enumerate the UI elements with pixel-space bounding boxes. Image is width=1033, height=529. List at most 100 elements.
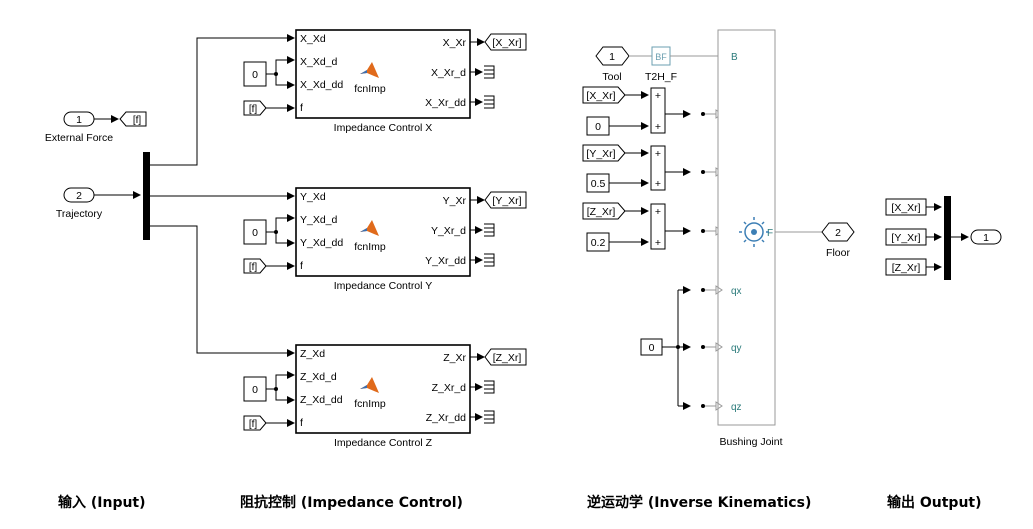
impedance-control-layer: X_XdX_Xd_dX_Xd_ddfX_XrX_Xr_dX_Xr_ddfcnIm… — [243, 29, 527, 449]
rotation-const-block[interactable]: 0 — [640, 338, 663, 356]
matlab-function-icon — [360, 62, 379, 78]
input-port-label: X_Xd_d — [300, 56, 338, 68]
terminator-icon[interactable] — [484, 380, 495, 394]
rotation-const-value: 0 — [649, 342, 655, 354]
port-f-label: F — [767, 228, 773, 239]
from-output-tag[interactable]: [Y_Xr] — [885, 228, 927, 246]
section-ik-label: 逆运动学 (Inverse Kinematics) — [587, 495, 812, 511]
goto-output-tag[interactable]: [Z_Xr] — [484, 348, 527, 366]
impedance-block-caption: Impedance Control X — [334, 122, 433, 134]
floor-label: Floor — [826, 247, 850, 259]
joint-port-label: qy — [731, 343, 742, 354]
constant-value: 0 — [252, 384, 258, 396]
goto-output-tag[interactable]: [X_Xr] — [484, 33, 527, 51]
goto-output-tag[interactable]: [Y_Xr] — [484, 191, 527, 209]
joint-port-label: qx — [731, 286, 742, 297]
joint-port-label: qz — [731, 402, 742, 413]
output-port-label: X_Xr_d — [431, 67, 466, 79]
floor-port[interactable]: 2 — [821, 222, 855, 242]
terminator-icon[interactable] — [484, 95, 495, 109]
impedance-control-block[interactable]: Z_XdZ_Xd_dZ_Xd_ddfZ_XrZ_Xr_dZ_Xr_ddfcnIm… — [295, 344, 471, 434]
terminator-icon[interactable] — [484, 410, 495, 424]
external-force-label: External Force — [45, 132, 113, 144]
sum-block[interactable]: ++ — [650, 145, 666, 191]
mux-bar[interactable] — [944, 196, 951, 280]
trajectory-port-number: 2 — [76, 190, 82, 202]
impedance-control-block[interactable]: Y_XdY_Xd_dY_Xd_ddfY_XrY_Xr_dY_Xr_ddfcnIm… — [295, 187, 471, 277]
from-goto-tag[interactable]: [Z_Xr] — [582, 202, 626, 220]
input-port-label: Z_Xd — [300, 348, 325, 360]
output-port-label: Y_Xr — [443, 195, 467, 207]
output-outport[interactable]: 1 — [970, 229, 1002, 245]
ps-converter-icon[interactable] — [701, 285, 723, 295]
t2h-f-block[interactable]: BF — [651, 46, 671, 66]
rotation-ports-layer: qx qy qz — [678, 285, 742, 413]
demux-bar[interactable] — [143, 152, 150, 240]
matlab-function-icon — [360, 377, 379, 393]
impedance-control-block[interactable]: X_XdX_Xd_dX_Xd_ddfX_XrX_Xr_dX_Xr_ddfcnIm… — [295, 29, 471, 119]
sum-block[interactable]: ++ — [650, 203, 666, 250]
terminator-icon[interactable] — [484, 253, 495, 267]
bushing-joint-icon — [739, 217, 769, 247]
output-port-label: Y_Xr_d — [431, 225, 466, 237]
input-port-label: Z_Xd_dd — [300, 394, 343, 406]
bushing-joint-label: Bushing Joint — [719, 436, 782, 448]
ps-converter-icon[interactable] — [701, 342, 723, 352]
terminator-icon[interactable] — [484, 65, 495, 79]
output-port-number: 1 — [983, 232, 989, 244]
from-tag-text: [Z_Xr] — [587, 206, 616, 218]
plus-sign: + — [655, 148, 661, 160]
input-port-label: Y_Xd_dd — [300, 237, 343, 249]
trajectory-inport[interactable]: 2 — [63, 187, 95, 203]
sum-block[interactable]: ++ — [650, 87, 666, 134]
from-goto-tag[interactable]: [X_Xr] — [582, 86, 626, 104]
input-port-label: Y_Xd — [300, 191, 326, 203]
external-force-inport[interactable]: 1 — [63, 111, 95, 127]
offset-constant-block[interactable]: 0 — [586, 116, 610, 136]
offset-constant-block[interactable]: 0.2 — [586, 232, 610, 252]
from-output-text: [Y_Xr] — [891, 232, 920, 244]
from-f-tag[interactable]: [f] — [243, 415, 267, 431]
from-tag-text: [Y_Xr] — [586, 148, 615, 160]
constant-zero-block[interactable]: 0 — [243, 61, 267, 87]
t2h-f-inner-text: BF — [655, 52, 667, 62]
from-f-text: [f] — [249, 419, 258, 430]
output-port-label: Y_Xr_dd — [425, 255, 466, 267]
goto-f-tag[interactable]: [f] — [119, 111, 147, 127]
tool-port-number: 1 — [609, 51, 615, 63]
output-port-label: Z_Xr_dd — [426, 412, 466, 424]
input-port-label: Z_Xd_d — [300, 371, 337, 383]
from-output-text: [Z_Xr] — [892, 262, 921, 274]
ps-converter-icon[interactable] — [701, 401, 723, 411]
function-name: fcnImp — [354, 241, 386, 253]
external-force-port-number: 1 — [76, 114, 82, 126]
from-f-text: [f] — [249, 104, 258, 115]
plus-sign: + — [655, 206, 661, 218]
from-f-tag[interactable]: [f] — [243, 258, 267, 274]
from-output-tag[interactable]: [Z_Xr] — [885, 258, 927, 276]
constant-zero-block[interactable]: 0 — [243, 376, 267, 402]
constant-zero-block[interactable]: 0 — [243, 219, 267, 245]
constant-value: 0 — [252, 227, 258, 239]
from-tag-text: [X_Xr] — [586, 90, 615, 102]
port-b-label: B — [731, 52, 738, 63]
output-port-label: X_Xr — [443, 37, 467, 49]
function-name: fcnImp — [354, 398, 386, 410]
input-port-label: Y_Xd_d — [300, 214, 338, 226]
goto-output-text: [Z_Xr] — [493, 352, 522, 364]
t2h-f-label: T2H_F — [645, 71, 677, 83]
plus-sign: + — [655, 90, 661, 102]
from-output-tag[interactable]: [X_Xr] — [885, 198, 927, 216]
impedance-block-caption: Impedance Control Z — [334, 437, 433, 449]
input-port-label: f — [300, 102, 303, 114]
tool-inport[interactable]: 1 — [595, 46, 630, 66]
offset-constant-block[interactable]: 0.5 — [586, 173, 610, 193]
from-f-tag[interactable]: [f] — [243, 100, 267, 116]
output-port-label: Z_Xr — [443, 352, 466, 364]
bushing-joint-block[interactable]: B F — [717, 29, 776, 426]
from-goto-tag[interactable]: [Y_Xr] — [582, 144, 626, 162]
terminator-icon[interactable] — [484, 223, 495, 237]
input-port-label: X_Xd — [300, 33, 326, 45]
tool-label: Tool — [602, 71, 621, 83]
